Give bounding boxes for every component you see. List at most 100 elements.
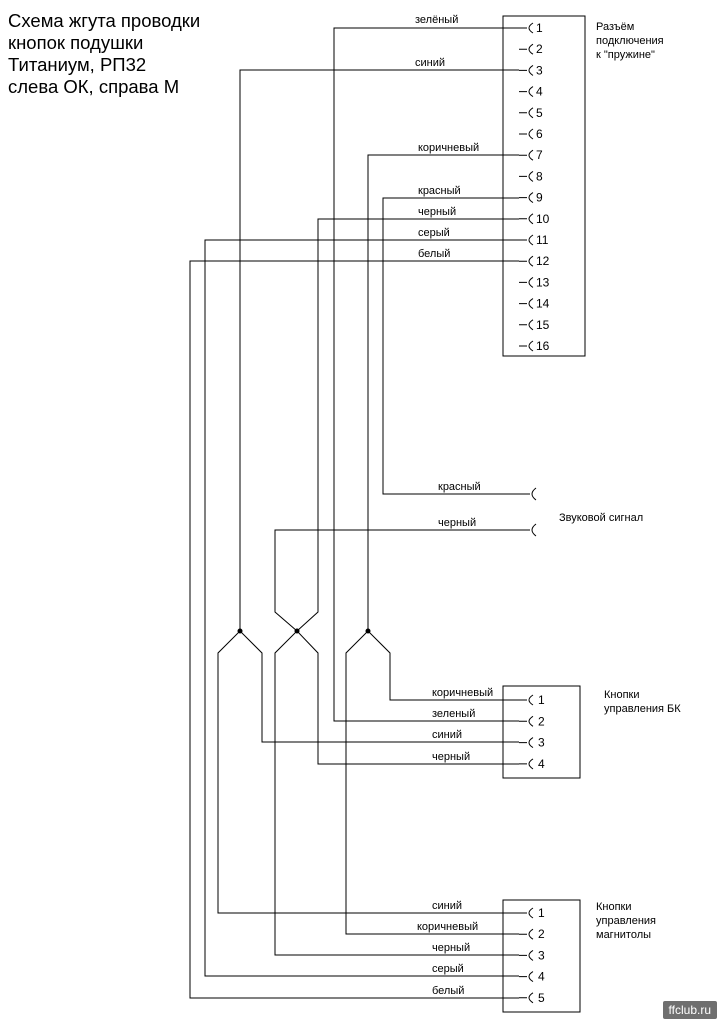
connector-pin-number: 13	[536, 275, 550, 289]
wire-green	[333, 27, 519, 722]
title-line-1: Схема жгута проводки	[8, 10, 201, 31]
label-horn-red: красный	[438, 481, 481, 493]
wire-brown-trunk	[367, 154, 519, 631]
bk-pin-number: 1	[538, 693, 545, 707]
connector-pin-stub	[519, 22, 534, 34]
connector-pin-number: 15	[536, 318, 550, 332]
wire-black-conn	[296, 218, 519, 632]
title-line-2: кнопок подушки	[8, 32, 144, 53]
connector-pin-stub	[519, 86, 534, 98]
bk-pin-stub	[519, 694, 534, 706]
connector-pin-stub	[519, 255, 534, 267]
connector-pin-stub	[519, 298, 534, 310]
title-line-3: Титаниум, РП32	[8, 54, 147, 75]
radio-pin-stub	[519, 928, 534, 940]
connector-pin-stub	[519, 43, 534, 55]
connector-pin-stub	[519, 170, 534, 182]
bk-box	[502, 685, 581, 779]
label-bk-4: черный	[432, 751, 470, 763]
label-conn-7: коричневый	[418, 142, 479, 154]
connector-pin-number: 9	[536, 191, 543, 205]
radio-pin-number: 4	[538, 970, 545, 984]
connector-pin-stub	[519, 213, 534, 225]
junction-black	[294, 628, 300, 634]
wire-blue-trunk	[239, 69, 519, 631]
bk-pin-number: 4	[538, 757, 545, 771]
connector-pin-number: 6	[536, 127, 543, 141]
label-conn-12: белый	[418, 248, 450, 260]
connector-pin-stub	[519, 276, 534, 288]
horn-stub-1	[519, 487, 537, 501]
wire-grey	[204, 239, 519, 977]
connector-pin-number: 12	[536, 254, 550, 268]
connector-pin-stub	[519, 107, 534, 119]
title-line-4: слева ОК, справа М	[8, 76, 180, 97]
label-radio-5: белый	[432, 985, 464, 997]
connector-pin-number: 3	[536, 63, 543, 77]
connector-pin-number: 2	[536, 42, 543, 56]
label-radio-1: синий	[432, 900, 462, 912]
connector-pin-number: 7	[536, 148, 543, 162]
wire-red	[382, 197, 519, 495]
connector-pin-number: 5	[536, 106, 543, 120]
label-conn-1: зелёный	[415, 14, 458, 26]
label-horn-black: черный	[438, 517, 476, 529]
label-bk-2: зеленый	[432, 708, 475, 720]
connector-pin-stub	[519, 319, 534, 331]
junction-blue	[237, 628, 243, 634]
label-conn-9: красный	[418, 185, 461, 197]
label-radio-3: черный	[432, 942, 470, 954]
label-conn-3: синий	[415, 57, 445, 69]
connector-pin-stub	[519, 340, 534, 352]
wire-brown-bk	[367, 630, 519, 701]
connector-pin-stub	[519, 234, 534, 246]
radio-pin-stub	[519, 971, 534, 983]
label-conn-10: черный	[418, 206, 456, 218]
connector-box	[502, 15, 586, 357]
connector-pin-stub	[519, 64, 534, 76]
connector-title-2: подключения	[596, 35, 664, 47]
wire-brown-radio	[345, 630, 519, 935]
connector-pin-number: 11	[536, 233, 549, 247]
radio-title-2: управления	[596, 915, 656, 927]
connector-pin-stub	[519, 192, 534, 204]
wire-black-radio	[274, 630, 519, 956]
horn-stub-2	[519, 523, 537, 537]
watermark: ffclub.ru	[662, 1001, 717, 1019]
wires	[189, 27, 537, 999]
junction-brown	[365, 628, 371, 634]
bk-title-2: управления БК	[604, 703, 681, 715]
label-bk-3: синий	[432, 729, 462, 741]
connector-title-3: к "пружине"	[596, 49, 655, 61]
label-bk-1: коричневый	[432, 687, 493, 699]
horn-title: Звуковой сигнал	[559, 512, 643, 524]
connector-pin-stub	[519, 128, 534, 140]
wire-black-bk	[296, 630, 519, 765]
connector-pin-number: 4	[536, 85, 543, 99]
connector-pin-stub	[519, 149, 534, 161]
bk-pin-number: 2	[538, 714, 545, 728]
radio-box	[502, 899, 581, 1013]
bk-pin-stub	[519, 758, 534, 770]
diagram-title: Схема жгута проводки кнопок подушки Тита…	[8, 10, 200, 98]
radio-pin-stub	[519, 949, 534, 961]
connector-title-1: Разъём	[596, 21, 634, 33]
label-radio-4: серый	[432, 963, 464, 975]
wire-white	[189, 260, 519, 999]
radio-pin-stub	[519, 907, 534, 919]
radio-pin-stub	[519, 992, 534, 1004]
radio-pin-number: 1	[538, 906, 545, 920]
bk-pin-number: 3	[538, 736, 545, 750]
wire-blue-bk	[239, 630, 519, 743]
wire-black-horn	[274, 529, 519, 632]
radio-pin-number: 5	[538, 991, 545, 1005]
connector-pin-number: 8	[536, 169, 543, 183]
label-conn-11: серый	[418, 227, 450, 239]
radio-title-3: магнитолы	[596, 929, 651, 941]
label-radio-2: коричневый	[417, 921, 478, 933]
bk-pin-stub	[519, 737, 534, 749]
bk-pin-stub	[519, 715, 534, 727]
connector-pin-number: 16	[536, 339, 550, 353]
